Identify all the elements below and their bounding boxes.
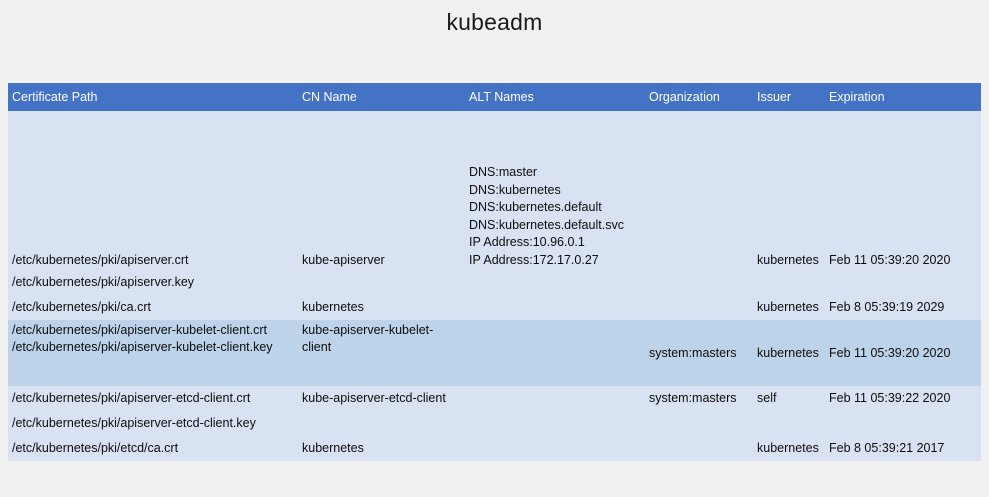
cell-certificate-path: /etc/kubernetes/pki/apiserver-kubelet-cl… (8, 320, 298, 386)
table-header-row: Certificate Path CN Name ALT Names Organ… (8, 83, 981, 111)
cell-alt-names (465, 436, 645, 461)
cell-cn-name: kube-apiserver (298, 111, 465, 270)
certificate-table: Certificate Path CN Name ALT Names Organ… (8, 83, 981, 461)
cell-certificate-path: /etc/kubernetes/pki/etcd/ca.crt (8, 436, 298, 461)
cell-organization: system:masters (645, 320, 753, 386)
table-row[interactable]: /etc/kubernetes/pki/apiserver-etcd-clien… (8, 386, 981, 411)
cell-organization (645, 411, 753, 436)
table-row[interactable]: /etc/kubernetes/pki/etcd/ca.crt kubernet… (8, 436, 981, 461)
cell-certificate-path: /etc/kubernetes/pki/apiserver.crt (8, 111, 298, 270)
cell-alt-names (465, 295, 645, 320)
cell-cn-name: kube-apiserver-etcd-client (298, 386, 465, 411)
cell-alt-names (465, 320, 645, 386)
cell-organization: system:masters (645, 386, 753, 411)
table-row[interactable]: /etc/kubernetes/pki/apiserver.crt kube-a… (8, 111, 981, 270)
cell-issuer: kubernetes (753, 436, 825, 461)
cell-organization (645, 436, 753, 461)
cell-expiration: Feb 11 05:39:22 2020 (825, 386, 981, 411)
cell-expiration (825, 411, 981, 436)
cell-issuer: kubernetes (753, 320, 825, 386)
column-header-cn-name[interactable]: CN Name (298, 83, 465, 111)
cell-expiration: Feb 11 05:39:20 2020 (825, 320, 981, 386)
cell-issuer (753, 411, 825, 436)
cell-expiration: Feb 8 05:39:19 2029 (825, 295, 981, 320)
cell-issuer (753, 270, 825, 295)
cell-certificate-path: /etc/kubernetes/pki/apiserver.key (8, 270, 298, 295)
column-header-alt-names[interactable]: ALT Names (465, 83, 645, 111)
cell-cn-name: kube-apiserver-kubelet-client (298, 320, 465, 386)
table-row[interactable]: /etc/kubernetes/pki/apiserver-etcd-clien… (8, 411, 981, 436)
cell-issuer: kubernetes (753, 111, 825, 270)
cell-expiration: Feb 11 05:39:20 2020 (825, 111, 981, 270)
cell-alt-names: DNS:master DNS:kubernetes DNS:kubernetes… (465, 111, 645, 270)
cell-organization (645, 295, 753, 320)
table-row[interactable]: /etc/kubernetes/pki/ca.crt kubernetes ku… (8, 295, 981, 320)
cell-alt-names (465, 411, 645, 436)
cell-issuer: kubernetes (753, 295, 825, 320)
page-title: kubeadm (446, 9, 543, 35)
table-row[interactable]: /etc/kubernetes/pki/apiserver.key (8, 270, 981, 295)
cell-issuer: self (753, 386, 825, 411)
cell-cn-name (298, 411, 465, 436)
cell-certificate-path: /etc/kubernetes/pki/apiserver-etcd-clien… (8, 386, 298, 411)
column-header-issuer[interactable]: Issuer (753, 83, 825, 111)
cell-expiration: Feb 8 05:39:21 2017 (825, 436, 981, 461)
cell-expiration (825, 270, 981, 295)
cell-alt-names (465, 386, 645, 411)
table-header: Certificate Path CN Name ALT Names Organ… (8, 83, 981, 111)
cell-certificate-path: /etc/kubernetes/pki/apiserver-etcd-clien… (8, 411, 298, 436)
cell-cn-name: kubernetes (298, 436, 465, 461)
cell-organization (645, 270, 753, 295)
cell-organization (645, 111, 753, 270)
cell-alt-names (465, 270, 645, 295)
column-header-certificate-path[interactable]: Certificate Path (8, 83, 298, 111)
cell-cn-name: kubernetes (298, 295, 465, 320)
table-row[interactable]: /etc/kubernetes/pki/apiserver-kubelet-cl… (8, 320, 981, 386)
cell-cn-name (298, 270, 465, 295)
column-header-organization[interactable]: Organization (645, 83, 753, 111)
table-body: /etc/kubernetes/pki/apiserver.crt kube-a… (8, 111, 981, 461)
cell-certificate-path: /etc/kubernetes/pki/ca.crt (8, 295, 298, 320)
column-header-expiration[interactable]: Expiration (825, 83, 981, 111)
